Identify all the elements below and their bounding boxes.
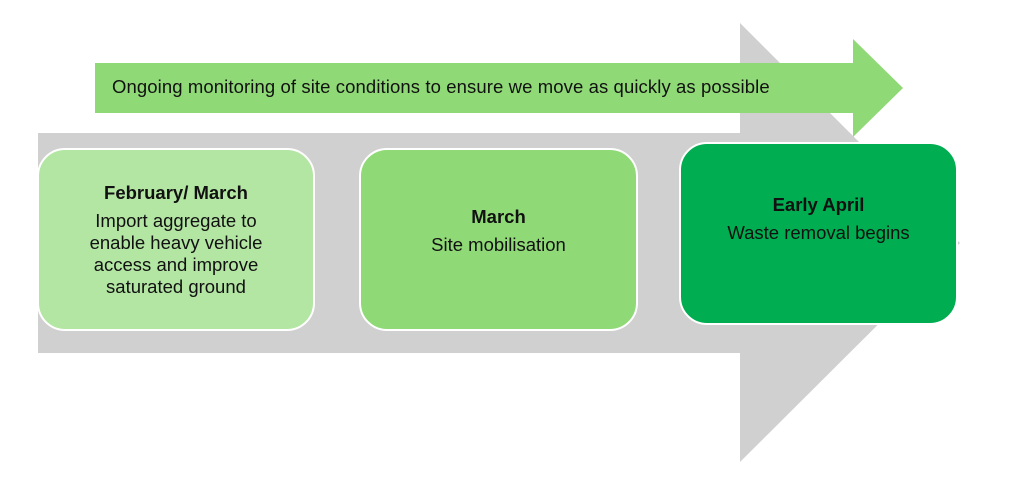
- stage-box-march: March Site mobilisation: [359, 148, 638, 331]
- stage-description: Waste removal begins: [727, 221, 910, 243]
- stage-description: Site mobilisation: [431, 233, 566, 255]
- stage-title: March: [471, 205, 526, 227]
- stage-box-early-april: Early April Waste removal begins: [679, 142, 958, 325]
- monitoring-banner-text: Ongoing monitoring of site conditions to…: [112, 76, 770, 97]
- stage-box-february-march: February/ March Import aggregate to enab…: [37, 148, 315, 331]
- stage-description: Import aggregate to enable heavy vehicle…: [89, 209, 263, 297]
- stage-title: February/ March: [104, 181, 248, 203]
- stage-title: Early April: [772, 193, 865, 215]
- monitoring-banner-arrow: [95, 39, 903, 137]
